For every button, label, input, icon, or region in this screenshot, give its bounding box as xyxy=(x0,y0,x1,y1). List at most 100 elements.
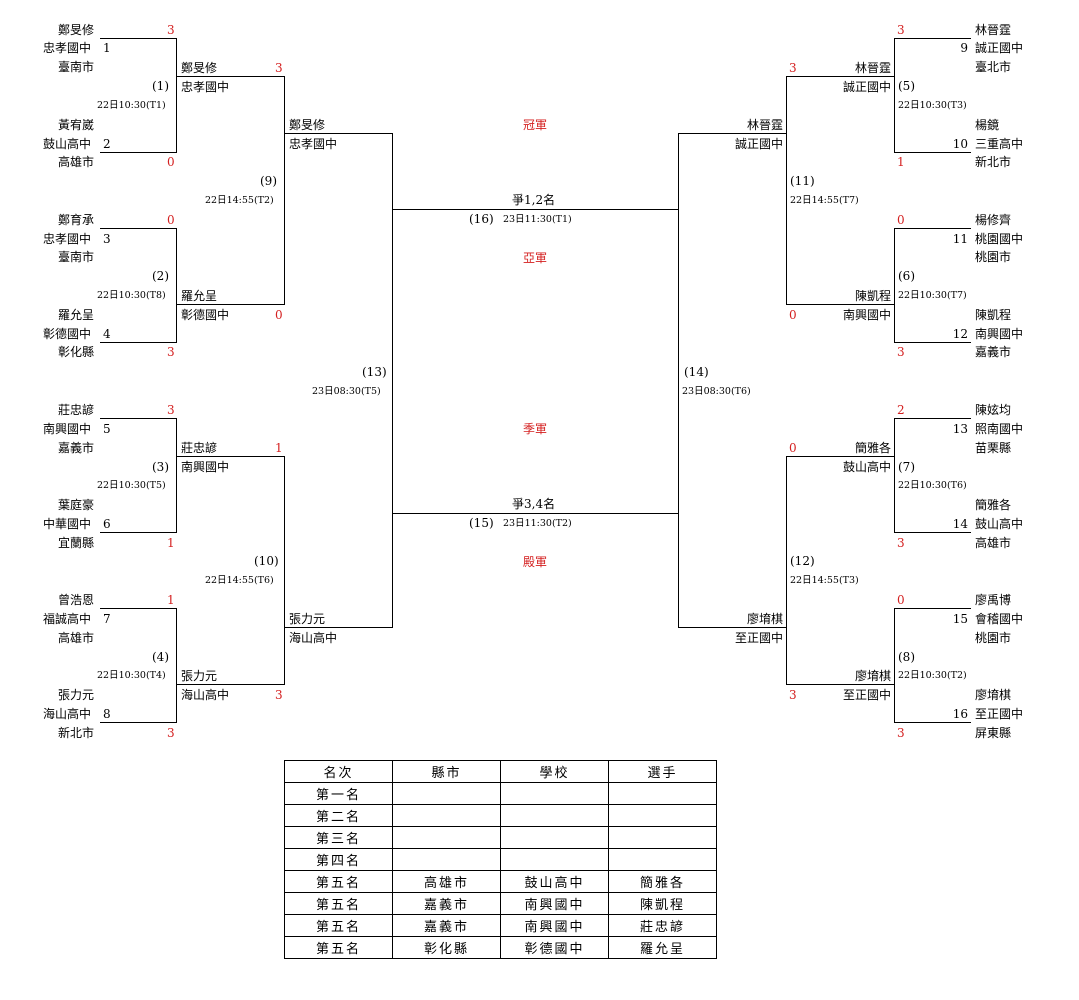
match-11-number: (11) xyxy=(790,174,815,188)
entry-8-score: 3 xyxy=(167,726,175,740)
entry-6-city: 宜蘭縣 xyxy=(58,536,95,550)
match-3-winner-school: 南興國中 xyxy=(181,460,230,474)
entry-11-score: 0 xyxy=(897,213,905,227)
match-3-winner-name: 莊忠諺 xyxy=(181,441,218,455)
player-cell: 莊忠諺 xyxy=(608,914,717,937)
city-cell: 彰化縣 xyxy=(392,936,501,959)
entry-5-name: 莊忠諺 xyxy=(58,403,95,417)
school-cell xyxy=(500,804,609,827)
third-place-line xyxy=(392,513,679,514)
line xyxy=(894,418,971,419)
third-place-title: 爭3,4名 xyxy=(512,497,556,511)
line xyxy=(678,627,787,628)
rank-cell: 第一名 xyxy=(284,782,393,805)
city-cell xyxy=(392,782,501,805)
match-7-number: (7) xyxy=(898,460,915,474)
results-header-row: 名次 縣市 學校 選手 xyxy=(284,760,717,783)
match-4-winner-score: 3 xyxy=(275,688,283,702)
entry-4-name: 羅允呈 xyxy=(58,308,95,322)
entry-9-score: 3 xyxy=(897,23,905,37)
match-3-time: 22日10:30(T5) xyxy=(97,480,166,491)
city-cell: 嘉義市 xyxy=(392,914,501,937)
entry-6-score: 1 xyxy=(167,536,175,550)
match-11-time: 22日14:55(T7) xyxy=(790,195,859,206)
entry-16-city: 屏東縣 xyxy=(975,726,1012,740)
school-cell: 南興國中 xyxy=(500,914,609,937)
line xyxy=(786,76,895,77)
entry-11-school: 桃園國中 xyxy=(975,232,1024,246)
match-8-winner-name: 廖堉棋 xyxy=(854,669,891,683)
entry-14-seed: 14 xyxy=(952,517,968,531)
city-cell xyxy=(392,848,501,871)
match-4-time: 22日10:30(T4) xyxy=(97,670,166,681)
line xyxy=(176,38,177,153)
table-row: 第四名 xyxy=(284,848,717,871)
match-5-winner-school: 誠正國中 xyxy=(842,80,891,94)
city-cell: 高雄市 xyxy=(392,870,501,893)
line xyxy=(284,133,393,134)
entry-6-seed: 6 xyxy=(103,517,111,531)
entry-15-score: 0 xyxy=(897,593,905,607)
player-cell xyxy=(608,826,717,849)
entry-8-city: 新北市 xyxy=(58,726,95,740)
entry-9-city: 臺北市 xyxy=(975,60,1012,74)
entry-4-seed: 4 xyxy=(103,327,111,341)
school-cell xyxy=(500,826,609,849)
table-row: 第五名 彰化縣 彰德國中 羅允呈 xyxy=(284,936,717,959)
entry-7-seed: 7 xyxy=(103,612,111,626)
player-cell xyxy=(608,804,717,827)
entry-3-seed: 3 xyxy=(103,232,111,246)
match-8-time: 22日10:30(T2) xyxy=(898,670,967,681)
match-6-number: (6) xyxy=(898,269,915,283)
entry-16-seed: 16 xyxy=(952,707,968,721)
match-2-number: (2) xyxy=(152,269,169,283)
entry-9-name: 林晉霆 xyxy=(975,23,1012,37)
match-5-time: 22日10:30(T3) xyxy=(898,100,967,111)
entry-12-seed: 12 xyxy=(952,327,968,341)
entry-2-name: 黃宥崴 xyxy=(58,118,95,132)
entry-15-seed: 15 xyxy=(952,612,968,626)
entry-13-name: 陳妶均 xyxy=(975,403,1012,417)
entry-16-school: 至正國中 xyxy=(975,707,1024,721)
line xyxy=(392,133,393,628)
entry-11-city: 桃園市 xyxy=(975,250,1012,264)
line xyxy=(100,608,177,609)
entry-2-score: 0 xyxy=(167,155,175,169)
match-7-time: 22日10:30(T6) xyxy=(898,480,967,491)
match-1-winner-name: 鄭旻修 xyxy=(181,61,218,75)
header-school: 學校 xyxy=(500,760,609,783)
match-1-winner-score: 3 xyxy=(275,61,283,75)
match-12-winner-name: 廖堉棋 xyxy=(746,612,783,626)
line xyxy=(100,532,177,533)
match-4-winner-name: 張力元 xyxy=(181,669,218,683)
entry-5-seed: 5 xyxy=(103,422,111,436)
entry-4-city: 彰化縣 xyxy=(58,345,95,359)
match-1-time: 22日10:30(T1) xyxy=(97,100,166,111)
line xyxy=(786,684,895,685)
entry-3-school: 忠孝國中 xyxy=(43,232,92,246)
entry-2-school: 鼓山高中 xyxy=(43,137,92,151)
entry-16-name: 廖堉棋 xyxy=(975,688,1012,702)
runner-up-label: 亞軍 xyxy=(523,251,548,265)
entry-16-score: 3 xyxy=(897,726,905,740)
line xyxy=(894,722,971,723)
line xyxy=(176,76,285,77)
entry-9-seed: 9 xyxy=(960,41,968,55)
school-cell: 鼓山高中 xyxy=(500,870,609,893)
entry-15-school: 會稽國中 xyxy=(975,612,1024,626)
entry-4-school: 彰德國中 xyxy=(43,327,92,341)
line xyxy=(894,608,971,609)
match-3-number: (3) xyxy=(152,460,169,474)
rank-cell: 第三名 xyxy=(284,826,393,849)
match-2-winner-school: 彰德國中 xyxy=(181,308,230,322)
match-2-time: 22日10:30(T8) xyxy=(97,290,166,301)
match-12-time: 22日14:55(T3) xyxy=(790,575,859,586)
entry-7-name: 曾浩恩 xyxy=(58,593,95,607)
match-11-winner-name: 林晉霆 xyxy=(746,118,783,132)
entry-13-school: 照南國中 xyxy=(975,422,1024,436)
entry-14-school: 鼓山高中 xyxy=(975,517,1024,531)
rank-cell: 第四名 xyxy=(284,848,393,871)
match-14-number: (14) xyxy=(684,365,709,379)
entry-2-city: 高雄市 xyxy=(58,155,95,169)
player-cell: 簡雅各 xyxy=(608,870,717,893)
